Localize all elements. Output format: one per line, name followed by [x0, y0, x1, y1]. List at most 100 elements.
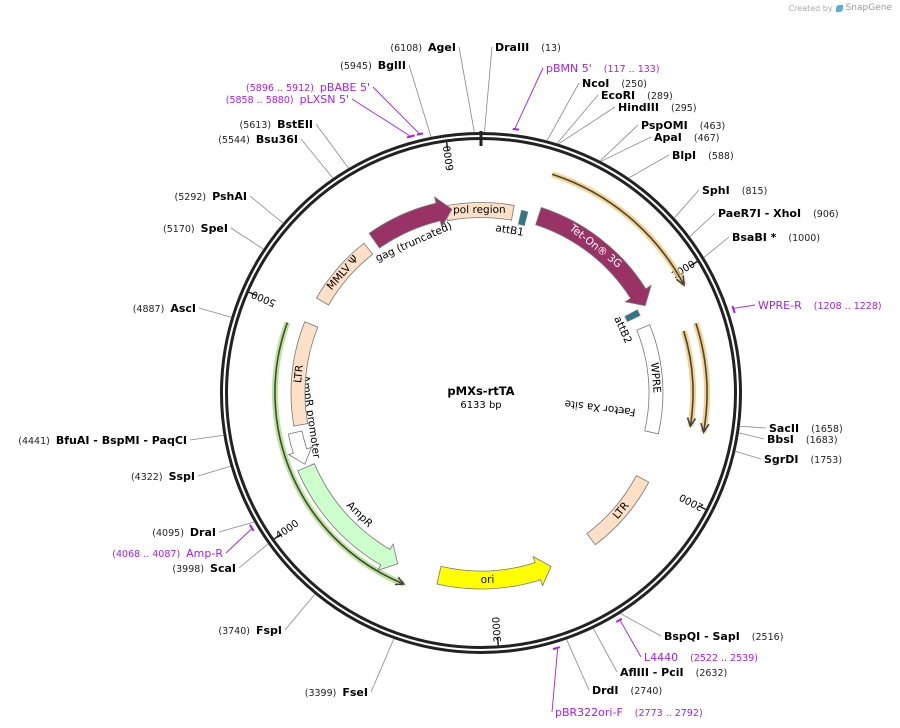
enzyme-label: BspQI - SapI(2516)	[664, 630, 783, 643]
enzyme-site[interactable]: SacII(1658)	[739, 422, 843, 435]
enzyme-label: (3399)FseI	[305, 686, 368, 699]
enzyme-site[interactable]: (5945)BglII	[340, 59, 432, 137]
enzyme-site[interactable]: (3740)FspI	[218, 594, 316, 637]
enzyme-site[interactable]: DrdI(2740)	[566, 639, 662, 697]
enzyme-site[interactable]: (5170)SpeI	[163, 222, 264, 250]
enzyme-position: 289	[651, 91, 669, 102]
enzyme-leader-line	[218, 521, 255, 533]
enzyme-site[interactable]: AflIII - PciI(2632)	[593, 628, 727, 679]
enzyme-name: HindIII	[618, 101, 659, 114]
enzyme-site[interactable]: BspQI - SapI(2516)	[620, 613, 784, 643]
enzyme-name: FseI	[342, 686, 368, 699]
enzyme-site[interactable]: (4322)SspI	[131, 465, 231, 483]
tick-label: 6000	[442, 145, 456, 172]
enzyme-leader-line	[556, 94, 599, 144]
enzyme-site[interactable]: (3399)FseI	[305, 638, 395, 699]
enzyme-leader-line	[189, 434, 224, 441]
primers-layer: pBMN 5'(117 .. 133) (5896 .. 5912)pBABE 5…	[112, 62, 881, 719]
feature-shape	[615, 409, 625, 414]
feature[interactable]: MMLV Ψ	[315, 242, 374, 306]
enzyme-site[interactable]: PaeR7I - XhoI(906)	[689, 207, 839, 237]
enzyme-name: SgrDI	[764, 453, 798, 466]
feature-shape	[444, 202, 515, 222]
enzyme-name: BlpI	[672, 149, 696, 162]
enzyme-label: (4322)SspI	[131, 470, 195, 483]
enzyme-label: EcoRI(289)	[601, 89, 673, 102]
enzyme-site[interactable]: (4887)AscI	[133, 302, 232, 318]
enzyme-site[interactable]: (4095)DraI	[152, 521, 255, 539]
enzyme-site[interactable]: HindIII(295)	[558, 101, 697, 145]
primer-site[interactable]: WPRE-R(1208 .. 1228)	[731, 299, 882, 314]
enzyme-site[interactable]: PspOMI(463)	[599, 119, 725, 162]
primer-name: pBMN 5'	[546, 62, 592, 75]
enzyme-position: 295	[675, 103, 693, 114]
primer-site[interactable]: L4440(2522 .. 2539)	[615, 617, 758, 664]
enzyme-label: HindIII(295)	[618, 101, 697, 114]
enzyme-name: BsaBI *	[732, 231, 777, 244]
feature[interactable]: WPRE	[636, 324, 664, 435]
enzyme-site[interactable]: (5544)Bsu36I	[218, 133, 334, 179]
enzyme-site[interactable]: SphI(815)	[674, 184, 767, 219]
feature-label: LTR	[292, 364, 306, 383]
enzyme-name: AflIII - PciI	[620, 666, 684, 679]
enzyme-site[interactable]: EcoRI(289)	[556, 89, 673, 144]
enzyme-name: SspI	[169, 470, 195, 483]
enzyme-position: 5945	[344, 61, 368, 72]
primer-range: 4068 .. 4087	[116, 549, 176, 560]
enzyme-label: (5544)Bsu36I	[218, 133, 298, 146]
enzyme-position: 2740	[634, 686, 658, 697]
enzyme-site[interactable]: (5292)PshAI	[175, 190, 284, 224]
feature-shape	[624, 309, 641, 323]
enzyme-site[interactable]: (6108)AgeI	[390, 41, 475, 133]
orf-arrow-line	[274, 322, 405, 585]
enzyme-site[interactable]: NcoI(250)	[546, 77, 647, 141]
primer-bind-mark	[249, 524, 255, 532]
enzyme-leader-line	[558, 106, 616, 145]
enzyme-site[interactable]: (3998)ScaI	[172, 543, 269, 575]
tick-mark	[445, 142, 449, 151]
plasmid-length: 6133 bp	[460, 400, 501, 411]
enzyme-leader-line	[198, 307, 232, 318]
feature[interactable]: LTR	[586, 475, 650, 546]
enzyme-label: DraIII(13)	[495, 41, 561, 54]
primer-name: pBR322ori-F	[555, 706, 623, 719]
primer-label: pBR322ori-F(2773 .. 2792)	[555, 706, 703, 719]
enzyme-name: ScaI	[210, 562, 236, 575]
primer-range: 117 .. 133	[608, 64, 656, 75]
tick-mark	[698, 505, 706, 511]
primer-site[interactable]: (4068 .. 4087)Amp-R	[112, 524, 255, 560]
tick-label: 3000	[491, 616, 504, 642]
enzyme-position: 1753	[814, 455, 838, 466]
enzyme-site[interactable]: BlpI(588)	[628, 149, 734, 179]
primer-site[interactable]: pBR322ori-F(2773 .. 2792)	[551, 646, 703, 719]
enzyme-label: DrdI(2740)	[592, 684, 662, 697]
enzyme-site[interactable]: BsaBI *(1000)	[703, 231, 820, 258]
enzyme-site[interactable]: (5613)BstEII	[239, 118, 349, 169]
enzyme-leader-line	[230, 227, 264, 250]
enzyme-site[interactable]: (4441)BfuAI - BspMI - PaqCI	[18, 434, 224, 447]
feature[interactable]: ori	[436, 555, 552, 590]
enzyme-site[interactable]: BbsI(1683)	[738, 432, 838, 446]
feature-shape	[315, 242, 374, 306]
enzyme-name: BstEII	[277, 118, 313, 131]
primer-site[interactable]: pBMN 5'(117 .. 133)	[512, 62, 660, 131]
enzyme-label: (3740)FspI	[218, 624, 282, 637]
primer-site[interactable]: (5896 .. 5912)pBABE 5'	[246, 81, 424, 136]
feature[interactable]: pol region	[444, 202, 515, 222]
enzyme-site[interactable]: DraIII(13)	[484, 41, 561, 133]
feature[interactable]: gag (truncated)	[368, 196, 454, 265]
primer-range: 2773 .. 2792	[639, 708, 699, 719]
enzyme-name: Bsu36I	[256, 133, 298, 146]
enzyme-site[interactable]: ApaI(467)	[600, 131, 719, 162]
enzyme-leader-line	[599, 124, 639, 162]
primer-site[interactable]: (5858 .. 5880)pLXSN 5'	[226, 93, 415, 139]
feature-shape	[517, 209, 529, 226]
primer-range: 1208 .. 1228	[817, 301, 877, 312]
feature-label: MMLV Ψ	[325, 253, 361, 292]
primer-name: Amp-R	[186, 547, 223, 560]
feature[interactable]: attB1	[495, 209, 529, 239]
enzyme-site[interactable]: SgrDI(1753)	[735, 450, 842, 466]
feature[interactable]: Factor Xa site	[564, 397, 636, 418]
feature[interactable]: LTR	[290, 321, 319, 427]
feature[interactable]: attB2	[611, 309, 641, 346]
